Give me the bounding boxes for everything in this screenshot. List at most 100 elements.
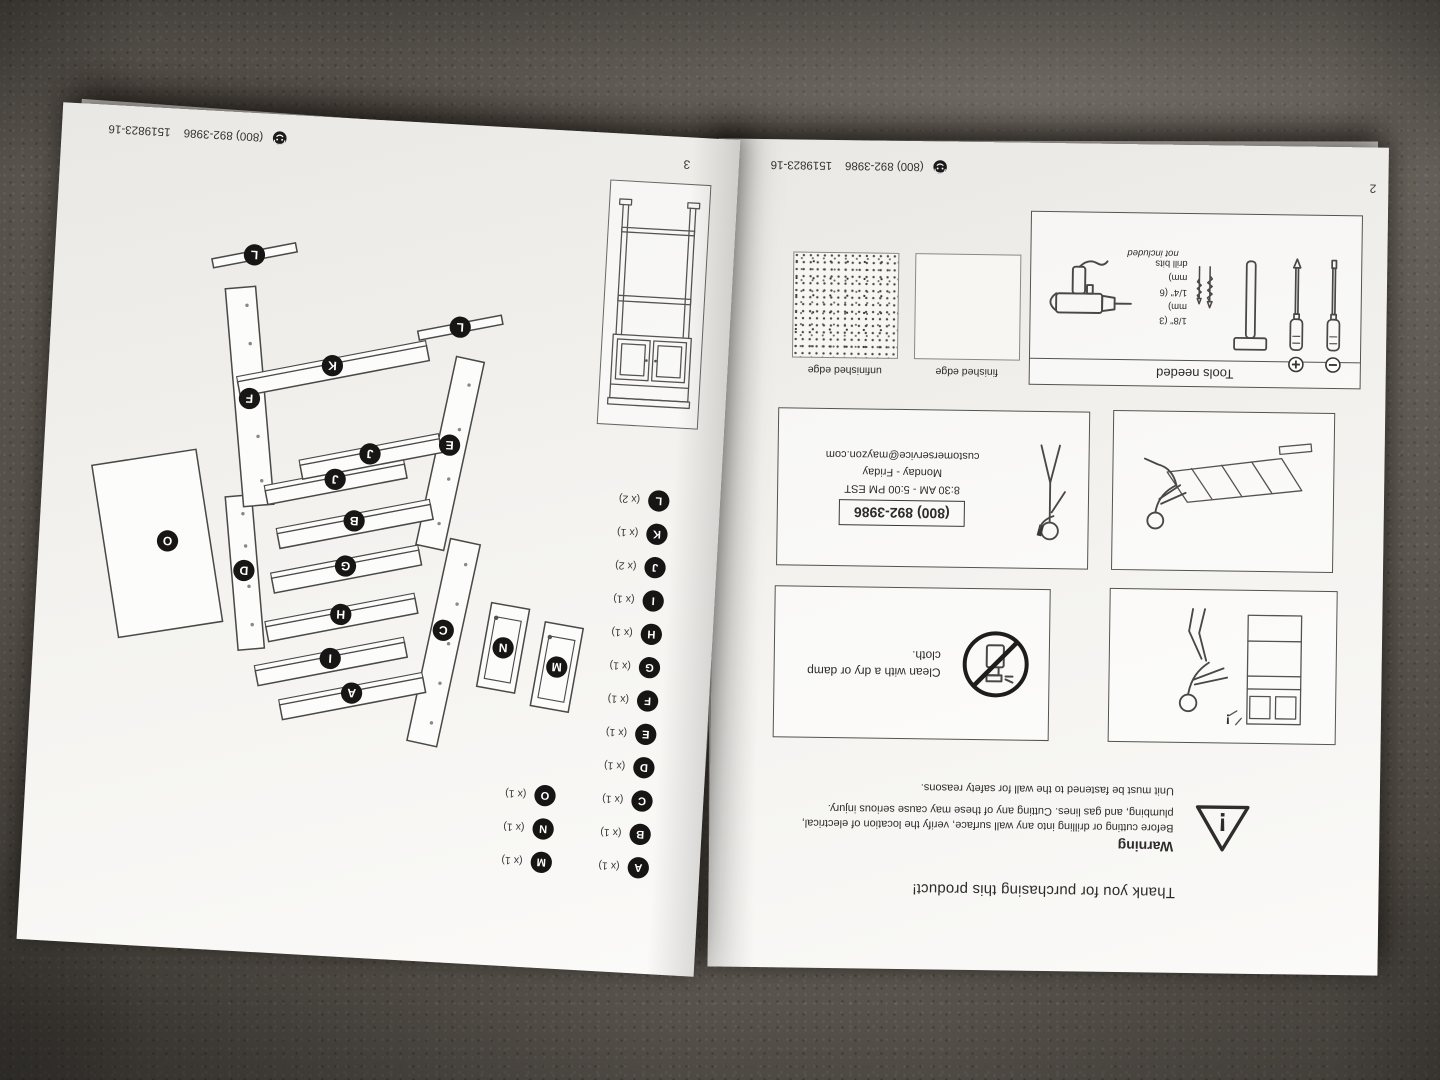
part-letter-badge: K (645, 523, 669, 546)
svg-text:I: I (328, 651, 332, 665)
svg-text:E: E (445, 438, 454, 452)
customer-service-email: customerservice@mayzon.com (825, 448, 980, 463)
part-letter-badge: L (647, 489, 671, 513)
instruction-booklet: Thank you for purchasing this product! !… (16, 98, 1394, 980)
svg-text:A: A (347, 686, 357, 700)
page-number: 2 (1369, 181, 1377, 196)
part-letter-badge: F (636, 689, 659, 713)
part-letter-badge: J (643, 556, 667, 579)
svg-text:G: G (340, 559, 350, 574)
part-count: (x 1) (599, 826, 622, 840)
svg-text:!: ! (1226, 711, 1231, 727)
part-letter-badge: B (628, 823, 652, 846)
footer-phone: (800) 892-3986 (844, 159, 924, 173)
finished-edge-label: finished edge (935, 365, 999, 379)
part-letter-badge: E (634, 723, 657, 746)
person-on-phone-icon (1036, 444, 1066, 541)
part-count: (x 1) (598, 859, 620, 873)
finished-edge-swatch (913, 253, 1022, 361)
power-drill-icon (1042, 254, 1135, 337)
phillips-screwdriver-icon (1285, 257, 1309, 373)
bit-size-1: 1/8" (3 mm) (1159, 300, 1188, 327)
customer-service-block: (800) 892-3986 8:30 AM - 5:00 PM EST Mon… (776, 407, 1091, 570)
warning-section: ! Warning Before cutting or drilling int… (751, 779, 1252, 856)
warning-triangle-icon: ! (1195, 805, 1250, 852)
drill-bits-group: 1/8" (3 mm) 1/4" (6 mm) drill bits (1149, 255, 1216, 327)
manual-page-3: A(x 1) B(x 1) C(x 1) D(x 1) E(x 1) F(x 1… (16, 102, 741, 977)
svg-text:B: B (349, 514, 359, 528)
part-count: (x 2) (614, 559, 637, 573)
page-footer: (800) 892-3986 1519823-16 (771, 157, 948, 174)
parts-legend-column-1: A(x 1) B(x 1) C(x 1) D(x 1) E(x 1) F(x 1… (598, 476, 671, 879)
part-letter-badge: C (630, 789, 654, 813)
exploded-parts-diagram: A I H G B J J K L L C E D F O M N (91, 242, 585, 748)
edge-samples: finished edge unfinished edge (791, 251, 1022, 379)
floor-assembly-illustration (1111, 409, 1336, 574)
svg-text:J: J (366, 447, 374, 461)
assembled-unit-thumbnail (596, 179, 712, 430)
svg-text:N: N (498, 641, 508, 655)
warning-title: Warning (1117, 838, 1174, 855)
part-count: (x 1) (603, 759, 626, 773)
svg-text:J: J (331, 472, 339, 486)
customer-service-hours: 8:30 AM - 5:00 PM EST (844, 482, 960, 497)
side-panel (406, 537, 482, 748)
legend-item: K (x 1) (616, 521, 669, 546)
part-letter-badge: H (640, 623, 663, 646)
person-raising-unit-icon: ! (1178, 608, 1303, 728)
footer-item-number: 1519823-16 (770, 158, 833, 172)
svg-text:O: O (162, 534, 172, 549)
legend-item: J (x 2) (615, 555, 667, 579)
svg-text:M: M (551, 660, 562, 675)
part-letter-badge: A (627, 856, 650, 879)
customer-service-days: Monday - Friday (862, 465, 943, 480)
footer-item-number: 1519823-16 (108, 122, 171, 139)
legend-item: B (x 1) (600, 822, 652, 846)
part-letter-badge: D (632, 756, 656, 779)
customer-service-smiley-icon (933, 160, 947, 174)
part-letter-badge: G (638, 656, 661, 679)
svg-text:L: L (456, 320, 465, 334)
tools-needed-box: Tools needed (1028, 210, 1363, 390)
part-count: (x 1) (612, 592, 635, 607)
customer-service-phone: (800) 892-3986 (838, 499, 965, 528)
part-count: (x 1) (616, 526, 639, 540)
part-count: (x 1) (611, 626, 633, 640)
bit-size-2: 1/4" (6 mm) (1159, 272, 1188, 298)
warning-body: Before cutting or drilling into any wall… (801, 801, 1174, 834)
part-count: (x 1) (607, 692, 630, 707)
svg-text:C: C (438, 623, 448, 637)
page-number: 3 (683, 157, 691, 172)
drill-bits-icon (1196, 265, 1214, 309)
legend-item: G (x 1) (609, 655, 661, 679)
svg-text:H: H (336, 607, 346, 621)
space-saver-cabinet-icon (606, 198, 701, 410)
manual-page-2: Thank you for purchasing this product! !… (707, 138, 1389, 976)
tools-needed-title: Tools needed (1029, 357, 1360, 389)
clean-note: Clean with a dry or damp cloth. (807, 648, 941, 680)
unfinished-edge-swatch (791, 251, 900, 359)
part-count: (x 1) (609, 659, 632, 673)
cleaning-instruction: Clean with a dry or damp cloth. (772, 585, 1051, 742)
footer-phone: (800) 892-3986 (183, 126, 264, 144)
no-spray-icon (962, 631, 1029, 698)
flathead-screwdriver-icon (1322, 258, 1346, 373)
svg-text:!: ! (1218, 807, 1227, 837)
fasten-note: Unit must be fastened to the wall for sa… (920, 781, 1175, 798)
part-count: (x 1) (605, 726, 628, 740)
legend-item: C(x 1) (602, 788, 654, 813)
unfinished-edge-label: unfinished edge (807, 363, 882, 377)
person-assembling-icon (1143, 443, 1313, 530)
page-footer: (800) 892-3986 1519823-16 (108, 121, 288, 146)
legend-item: H (x 1) (611, 621, 663, 646)
not-included-note: not included (1127, 247, 1179, 259)
legend-item: F (x 1) (607, 688, 659, 713)
svg-text:D: D (239, 563, 249, 577)
legend-item: D (x 1) (603, 755, 656, 779)
hammer-icon (1230, 257, 1271, 358)
svg-text:F: F (245, 391, 253, 405)
legend-item: A (x 1) (598, 855, 650, 879)
thank-you-title: Thank you for purchasing this product! (912, 880, 1176, 901)
svg-text:L: L (250, 248, 259, 262)
part-count: (x 2) (618, 492, 641, 506)
